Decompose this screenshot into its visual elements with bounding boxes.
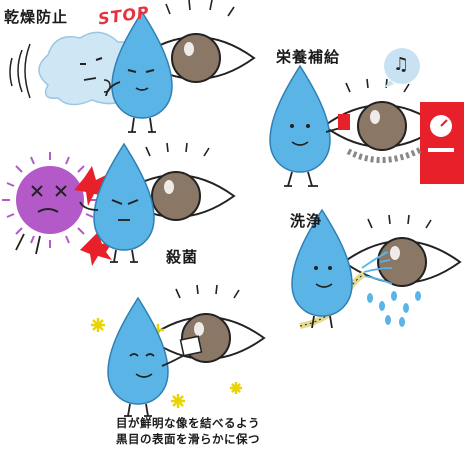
tear-drop-character <box>270 66 350 186</box>
water-drops <box>367 291 421 327</box>
smooth-surface-scene <box>91 285 264 416</box>
label-nutrition: 栄養補給 <box>276 46 340 67</box>
nutrient-machine <box>420 102 464 184</box>
nutrition-scene <box>270 48 464 186</box>
music-note-icon: ♫ <box>393 54 409 75</box>
sterilize-scene <box>2 143 234 266</box>
nutrient-tube <box>346 150 420 160</box>
tear-drop-character <box>106 12 172 132</box>
label-dryness-prevention: 乾燥防止 <box>4 6 68 27</box>
caption-line-2: 黒目の表面を滑らかに保つ <box>116 432 260 447</box>
caption-line-1: 目が鮮明な像を結べるよう <box>116 416 260 431</box>
germ-character <box>2 152 98 254</box>
label-sterilize: 殺菌 <box>166 246 198 267</box>
label-wash: 洗浄 <box>290 210 322 231</box>
